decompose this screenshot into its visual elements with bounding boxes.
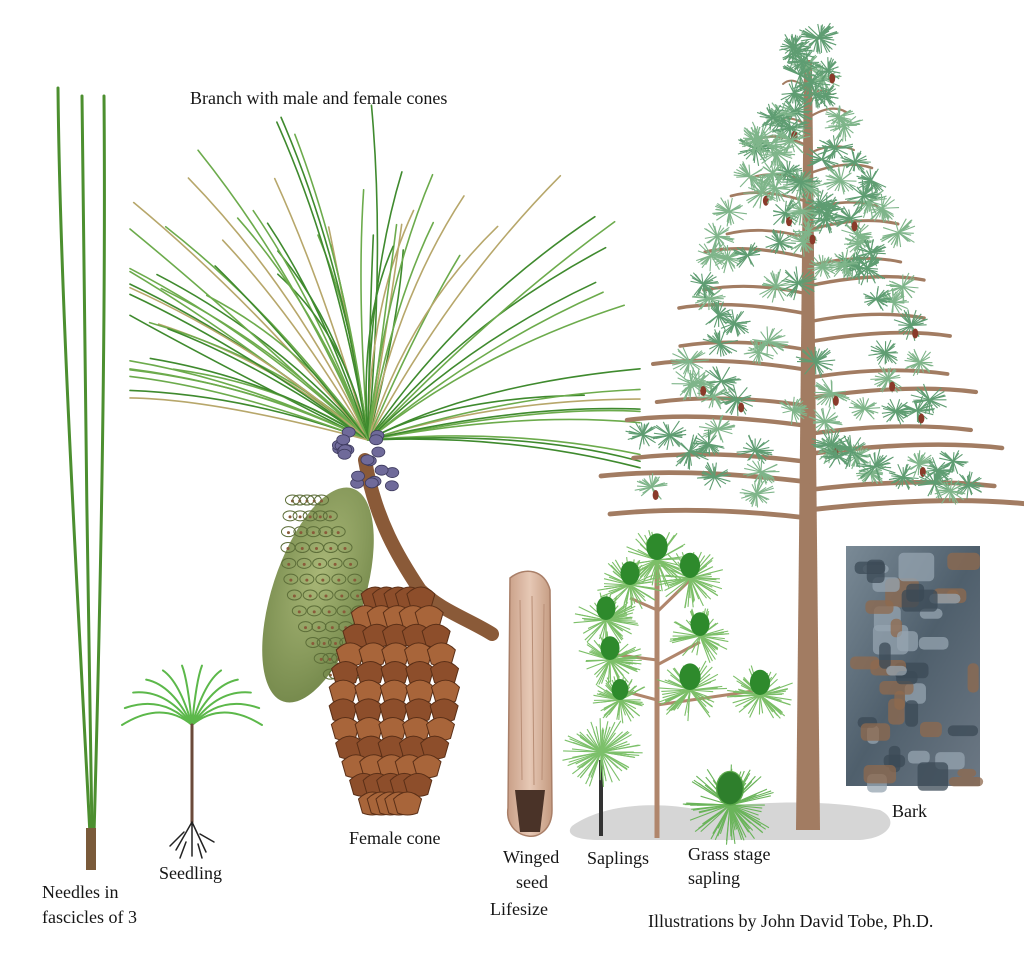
grass-stage-caption-line2: sapling	[688, 868, 740, 888]
winged-seed	[506, 570, 553, 838]
saplings-caption: Saplings	[587, 848, 650, 868]
credit-caption: Illustrations by John David Tobe, Ph.D.	[648, 911, 934, 931]
male-cone-cluster	[331, 426, 400, 492]
branch-caption: Branch with male and female cones	[190, 88, 448, 108]
lifesize-caption: Lifesize	[490, 899, 548, 919]
bark-caption: Bark	[892, 801, 927, 821]
grass-stage-caption-line1: Grass stage	[688, 844, 771, 864]
needles-caption-line2: fascicles of 3	[42, 907, 137, 927]
needles-caption-line1: Needles in	[42, 882, 119, 902]
mature-pine-tree	[598, 22, 1024, 830]
brown-female-cone	[328, 586, 461, 816]
bark-sample	[846, 546, 984, 793]
seedling-caption: Seedling	[159, 863, 222, 883]
female-cone-caption: Female cone	[349, 828, 441, 848]
branch-stem	[358, 453, 499, 641]
seedling	[121, 664, 263, 859]
branch-needles	[129, 104, 641, 469]
branched-sapling	[573, 530, 793, 838]
grass-stage-sapling	[682, 764, 774, 845]
needle-fascicle	[56, 86, 106, 870]
winged-seed-caption-line2: seed	[516, 872, 548, 892]
winged-seed-caption-line1: Winged	[503, 847, 560, 867]
small-sapling	[562, 718, 643, 836]
